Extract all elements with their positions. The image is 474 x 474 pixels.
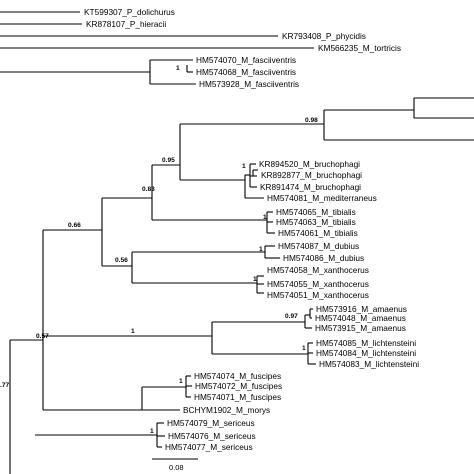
leaf-label: HM574071_M_fuscipes [194,392,281,402]
leaf-label: HM574083_M_lichtensteini [319,359,419,369]
support-value: 1 [302,345,306,352]
leaf-label: HM574058_M_xanthocerus [267,265,369,275]
scale-bar: 0.08 [152,458,198,472]
leaf-label: KR793408_P_phycidis [282,31,366,41]
leaf-label: KR891474_M_bruchophagi [260,182,361,192]
support-value: 1 [253,276,257,283]
support-value: 1 [263,214,267,221]
support-value: 1 [176,65,180,72]
support-value: .77 [0,382,9,389]
leaf-label: KR878107_P_hieracii [86,19,166,29]
leaf-label: HM574077_M_sericeus [165,442,253,452]
leaf-label: HM574070_M_fasciiventris [196,55,296,65]
support-value: 1 [131,328,135,335]
support-value: 0.97 [285,313,298,320]
support-value: 1 [259,246,263,253]
leaf-label: HM574074_M_fuscipes [194,371,281,381]
leaf-label: HM574055_M_xanthocerus [267,279,369,289]
leaf-label: HM574087_M_dubius [278,241,359,251]
scale-bar-label: 0.08 [169,463,184,472]
support-value: 1 [242,163,246,170]
leaf-label: HM573916_M_amaenus [316,304,407,314]
support-value: 0.57 [36,333,49,340]
leaf-label: HM574086_M_dubius [283,253,364,263]
leaf-labels: KT599307_P_dolichurus KR878107_P_hieraci… [84,7,419,452]
leaf-label: HM574048_M_amaenus [315,313,406,323]
leaf-label: KM566235_M_tortricis [318,43,401,53]
leaf-label: HM574085_M_lichtensteini [316,338,416,348]
leaf-label: HM574051_M_xanthocerus [267,290,369,300]
leaf-label: HM574065_M_tibialis [276,207,356,217]
leaf-label: HM574084_M_lichtensteini [316,348,416,358]
support-value: 0.56 [115,257,128,264]
leaf-label: KR894520_M_bruchophagi [259,159,360,169]
leaf-label: HM574072_M_fuscipes [195,381,282,391]
support-value: 0.66 [68,222,81,229]
support-value: 0.83 [142,186,155,193]
leaf-label: HM574061_M_tibialis [278,228,358,238]
leaf-label: HM574068_M_fasciiventris [196,67,296,77]
support-value: 1 [179,378,183,385]
tree-branches [0,11,474,474]
leaf-label: HM574081_M_mediterraneus [267,193,377,203]
support-values: 1 0.98 0.95 1 0.83 1 0.66 0.56 1 1 0.57 … [0,65,318,435]
support-value: 1 [150,428,154,435]
leaf-label: KR892877_M_bruchophagi [261,170,362,180]
support-value: 0.95 [162,157,175,164]
support-value: 0.98 [305,117,318,124]
leaf-label: HM573915_M_amaenus [315,323,406,333]
leaf-label: HM574079_M_sericeus [167,418,255,428]
leaf-label: HM574076_M_sericeus [168,431,256,441]
leaf-label: KT599307_P_dolichurus [84,7,175,17]
leaf-label: BCHYM1902_M_morys [183,405,270,415]
leaf-label: HM574063_M_tibialis [276,217,356,227]
leaf-label: HM573928_M_fasciiventris [199,79,299,89]
